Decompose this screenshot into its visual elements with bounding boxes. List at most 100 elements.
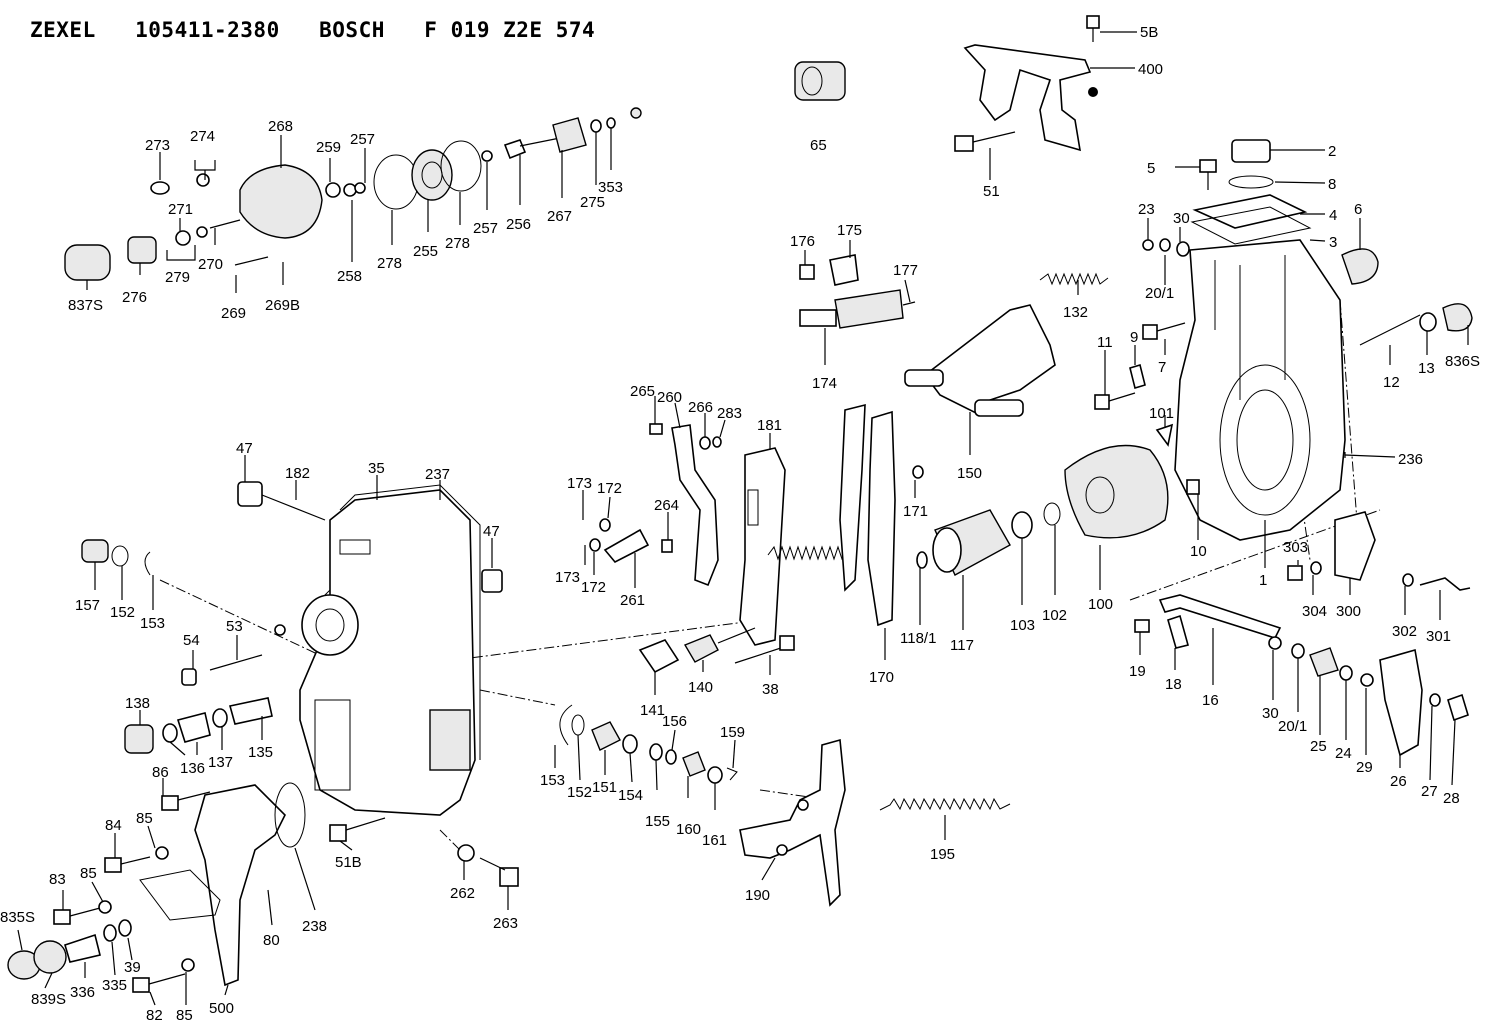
part-label: 85 [176,1007,193,1024]
part-label: 257 [473,220,498,237]
part-label: 173 [567,475,592,492]
part-label: 278 [445,235,470,252]
bolt-47-shape [237,481,263,507]
part-label: 29 [1356,759,1373,776]
lever-181-shape [739,447,786,646]
part-label: 269B [265,297,300,314]
part-label: 141 [640,702,665,719]
part-label: 83 [49,871,66,888]
part-label: 84 [105,817,122,834]
part-label: 5 [1147,160,1155,177]
part-label: 303 [1283,539,1308,556]
part-label: 9 [1130,329,1138,346]
part-label: 151 [592,779,617,796]
part-label: 260 [657,389,682,406]
part-label: 400 [1138,61,1163,78]
part-label: 102 [1042,607,1067,624]
part-label: 19 [1129,663,1146,680]
part-label: 51B [335,854,362,871]
plate-4-shape [1192,194,1308,229]
lever-190-shape [739,738,846,907]
part-label: 174 [812,375,837,392]
part-label: 238 [302,918,327,935]
part-label: 263 [493,915,518,932]
part-label: 137 [208,754,233,771]
part-label: 177 [893,262,918,279]
lever-170b-shape [867,410,896,627]
part-shapes [7,15,1473,993]
part-label: 301 [1426,628,1451,645]
part-label: 153 [540,772,565,789]
housing-1-shape [1174,239,1346,541]
part-label: 837S [68,297,103,314]
part-label: 103 [1010,617,1035,634]
part-label: 176 [790,233,815,250]
part-label: 190 [745,887,770,904]
part-label: 302 [1392,623,1417,640]
part-label: 159 [720,724,745,741]
cap-6-shape [1341,248,1379,285]
part-label: 336 [70,984,95,1001]
part-label: 16 [1202,692,1219,709]
part-label: 236 [1398,451,1423,468]
lever-170a-shape [839,403,866,592]
part-label: 30 [1173,210,1190,227]
part-label: 335 [102,977,127,994]
part-label: 23 [1138,201,1155,218]
part-label: 80 [263,932,280,949]
part-label: 258 [337,268,362,285]
part-label: 18 [1165,676,1182,693]
part-label: 47 [236,440,253,457]
part-label: 172 [597,480,622,497]
part-label: 4 [1329,207,1337,224]
part-label: 6 [1354,201,1362,218]
part-label: 13 [1418,360,1435,377]
part-label: 237 [425,466,450,483]
part-label: 47 [483,523,500,540]
part-label: 82 [146,1007,163,1024]
part-label: 269 [221,305,246,322]
part-label: 279 [165,269,190,286]
bracket-500-shape [194,784,286,987]
part-label: 154 [618,787,643,804]
part-label: 835S [0,909,35,926]
part-label: 304 [1302,603,1327,620]
part-label: 270 [198,256,223,273]
part-label: 20/1 [1145,285,1174,302]
spring-195-shape [879,797,1011,811]
part-label: 259 [316,139,341,156]
part-label: 51 [983,183,1000,200]
part-label: 256 [506,216,531,233]
part-label: 132 [1063,304,1088,321]
part-number-labels: 5B 400 65 51 2 5 8 4 3 23 30 6 20/1 268 … [0,24,1480,1024]
part-label: 53 [226,618,243,635]
part-label: 65 [810,137,827,154]
part-label: 273 [145,137,170,154]
leader-lines [17,31,1469,1006]
part-label: 85 [80,865,97,882]
spring-175-shape [834,289,904,329]
cap-836s-shape [1442,303,1473,332]
part-label: 283 [717,405,742,422]
part-label: 276 [122,289,147,306]
part-label: 170 [869,669,894,686]
part-label: 54 [183,632,200,649]
spring-132-shape [1039,272,1109,286]
part-label: 182 [285,465,310,482]
diagram-title: ZEXEL 105411-2380 BOSCH F 019 Z2E 574 [30,18,596,42]
part-label: 500 [209,1000,234,1017]
part-label: 5B [1140,24,1158,41]
part-label: 266 [688,399,713,416]
cap-138-shape [124,724,154,754]
part-label: 26 [1390,773,1407,790]
part-label: 172 [581,579,606,596]
part-label: 152 [110,604,135,621]
part-label: 135 [248,744,273,761]
weight-100-shape [1064,444,1169,539]
part-label: 24 [1335,745,1352,762]
part-label: 100 [1088,596,1113,613]
bracket-400-shape [963,44,1092,152]
part-label: 86 [152,764,169,781]
part-label: 153 [140,615,165,632]
